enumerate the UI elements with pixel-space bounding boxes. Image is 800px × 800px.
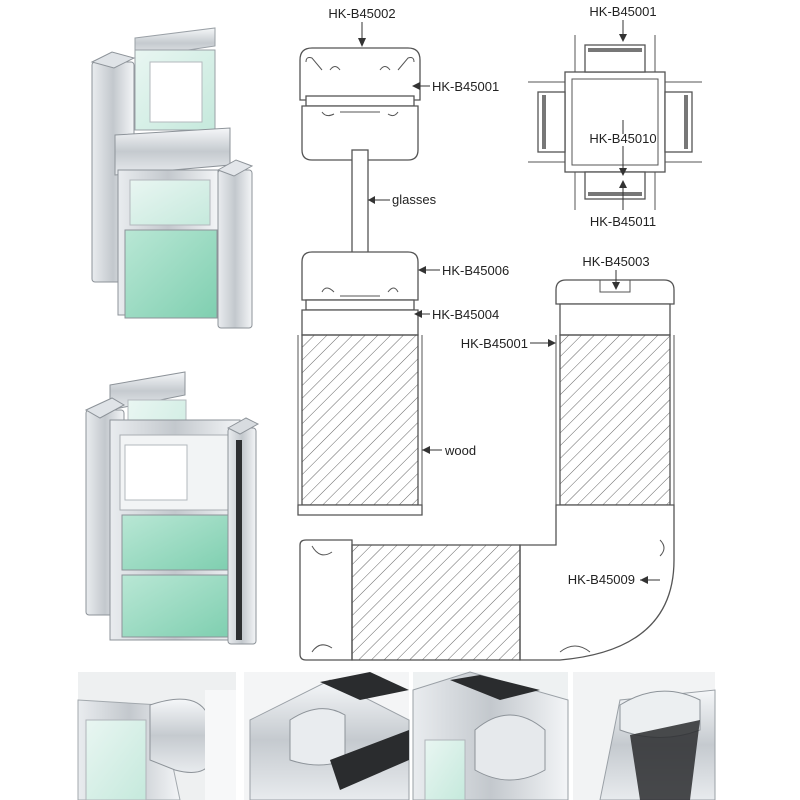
label-hk-b45001-corner: HK-B45001 — [589, 4, 657, 42]
svg-text:HK-B45004: HK-B45004 — [432, 307, 499, 322]
detail-photo-1 — [77, 672, 236, 800]
label-hk-b45001-right: HK-B45001 — [461, 336, 556, 351]
detail-photo-4 — [573, 672, 716, 800]
profile-lower-cap — [301, 251, 419, 301]
svg-text:HK-B45002: HK-B45002 — [328, 6, 395, 21]
svg-text:wood: wood — [444, 443, 476, 458]
wood-panel-vertical — [297, 334, 423, 516]
label-hk-b45001-top: HK-B45001 — [412, 79, 499, 94]
label-hk-b45003: HK-B45003 — [582, 254, 650, 290]
svg-text:glasses: glasses — [392, 192, 437, 207]
wood-panel-horizontal — [299, 539, 521, 661]
svg-text:HK-B45001: HK-B45001 — [589, 4, 656, 19]
corner-post-section — [528, 35, 702, 210]
svg-text:HK-B45001: HK-B45001 — [432, 79, 499, 94]
svg-text:HK-B45003: HK-B45003 — [582, 254, 649, 269]
profile-lower-body — [301, 299, 419, 336]
svg-text:HK-B45011: HK-B45011 — [590, 214, 656, 229]
label-wood: wood — [422, 443, 476, 458]
profile-curved-corner — [519, 504, 675, 661]
svg-text:HK-B45001: HK-B45001 — [461, 336, 528, 351]
svg-text:HK-B45009: HK-B45009 — [568, 572, 635, 587]
svg-text:HK-B45010: HK-B45010 — [589, 131, 656, 146]
glass-pane-diagram — [351, 149, 369, 261]
profile-top-cap — [299, 47, 421, 101]
label-hk-b45009: HK-B45009 — [568, 572, 660, 587]
svg-text:HK-B45006: HK-B45006 — [442, 263, 509, 278]
detail-photo-3 — [412, 671, 569, 800]
label-hk-b45004: HK-B45004 — [414, 307, 499, 322]
profile-right-body — [555, 303, 675, 510]
frame-photo-bottom — [84, 371, 260, 645]
frame-photo-top — [90, 27, 254, 329]
detail-photo-2 — [244, 672, 410, 800]
label-hk-b45010: HK-B45010 — [589, 120, 657, 176]
label-hk-b45011: HK-B45011 — [590, 180, 656, 229]
profile-right-cap — [555, 279, 675, 305]
label-glasses: glasses — [368, 192, 437, 207]
label-hk-b45002: HK-B45002 — [328, 6, 396, 47]
profile-top-body — [301, 95, 419, 161]
label-hk-b45006: HK-B45006 — [418, 263, 509, 278]
